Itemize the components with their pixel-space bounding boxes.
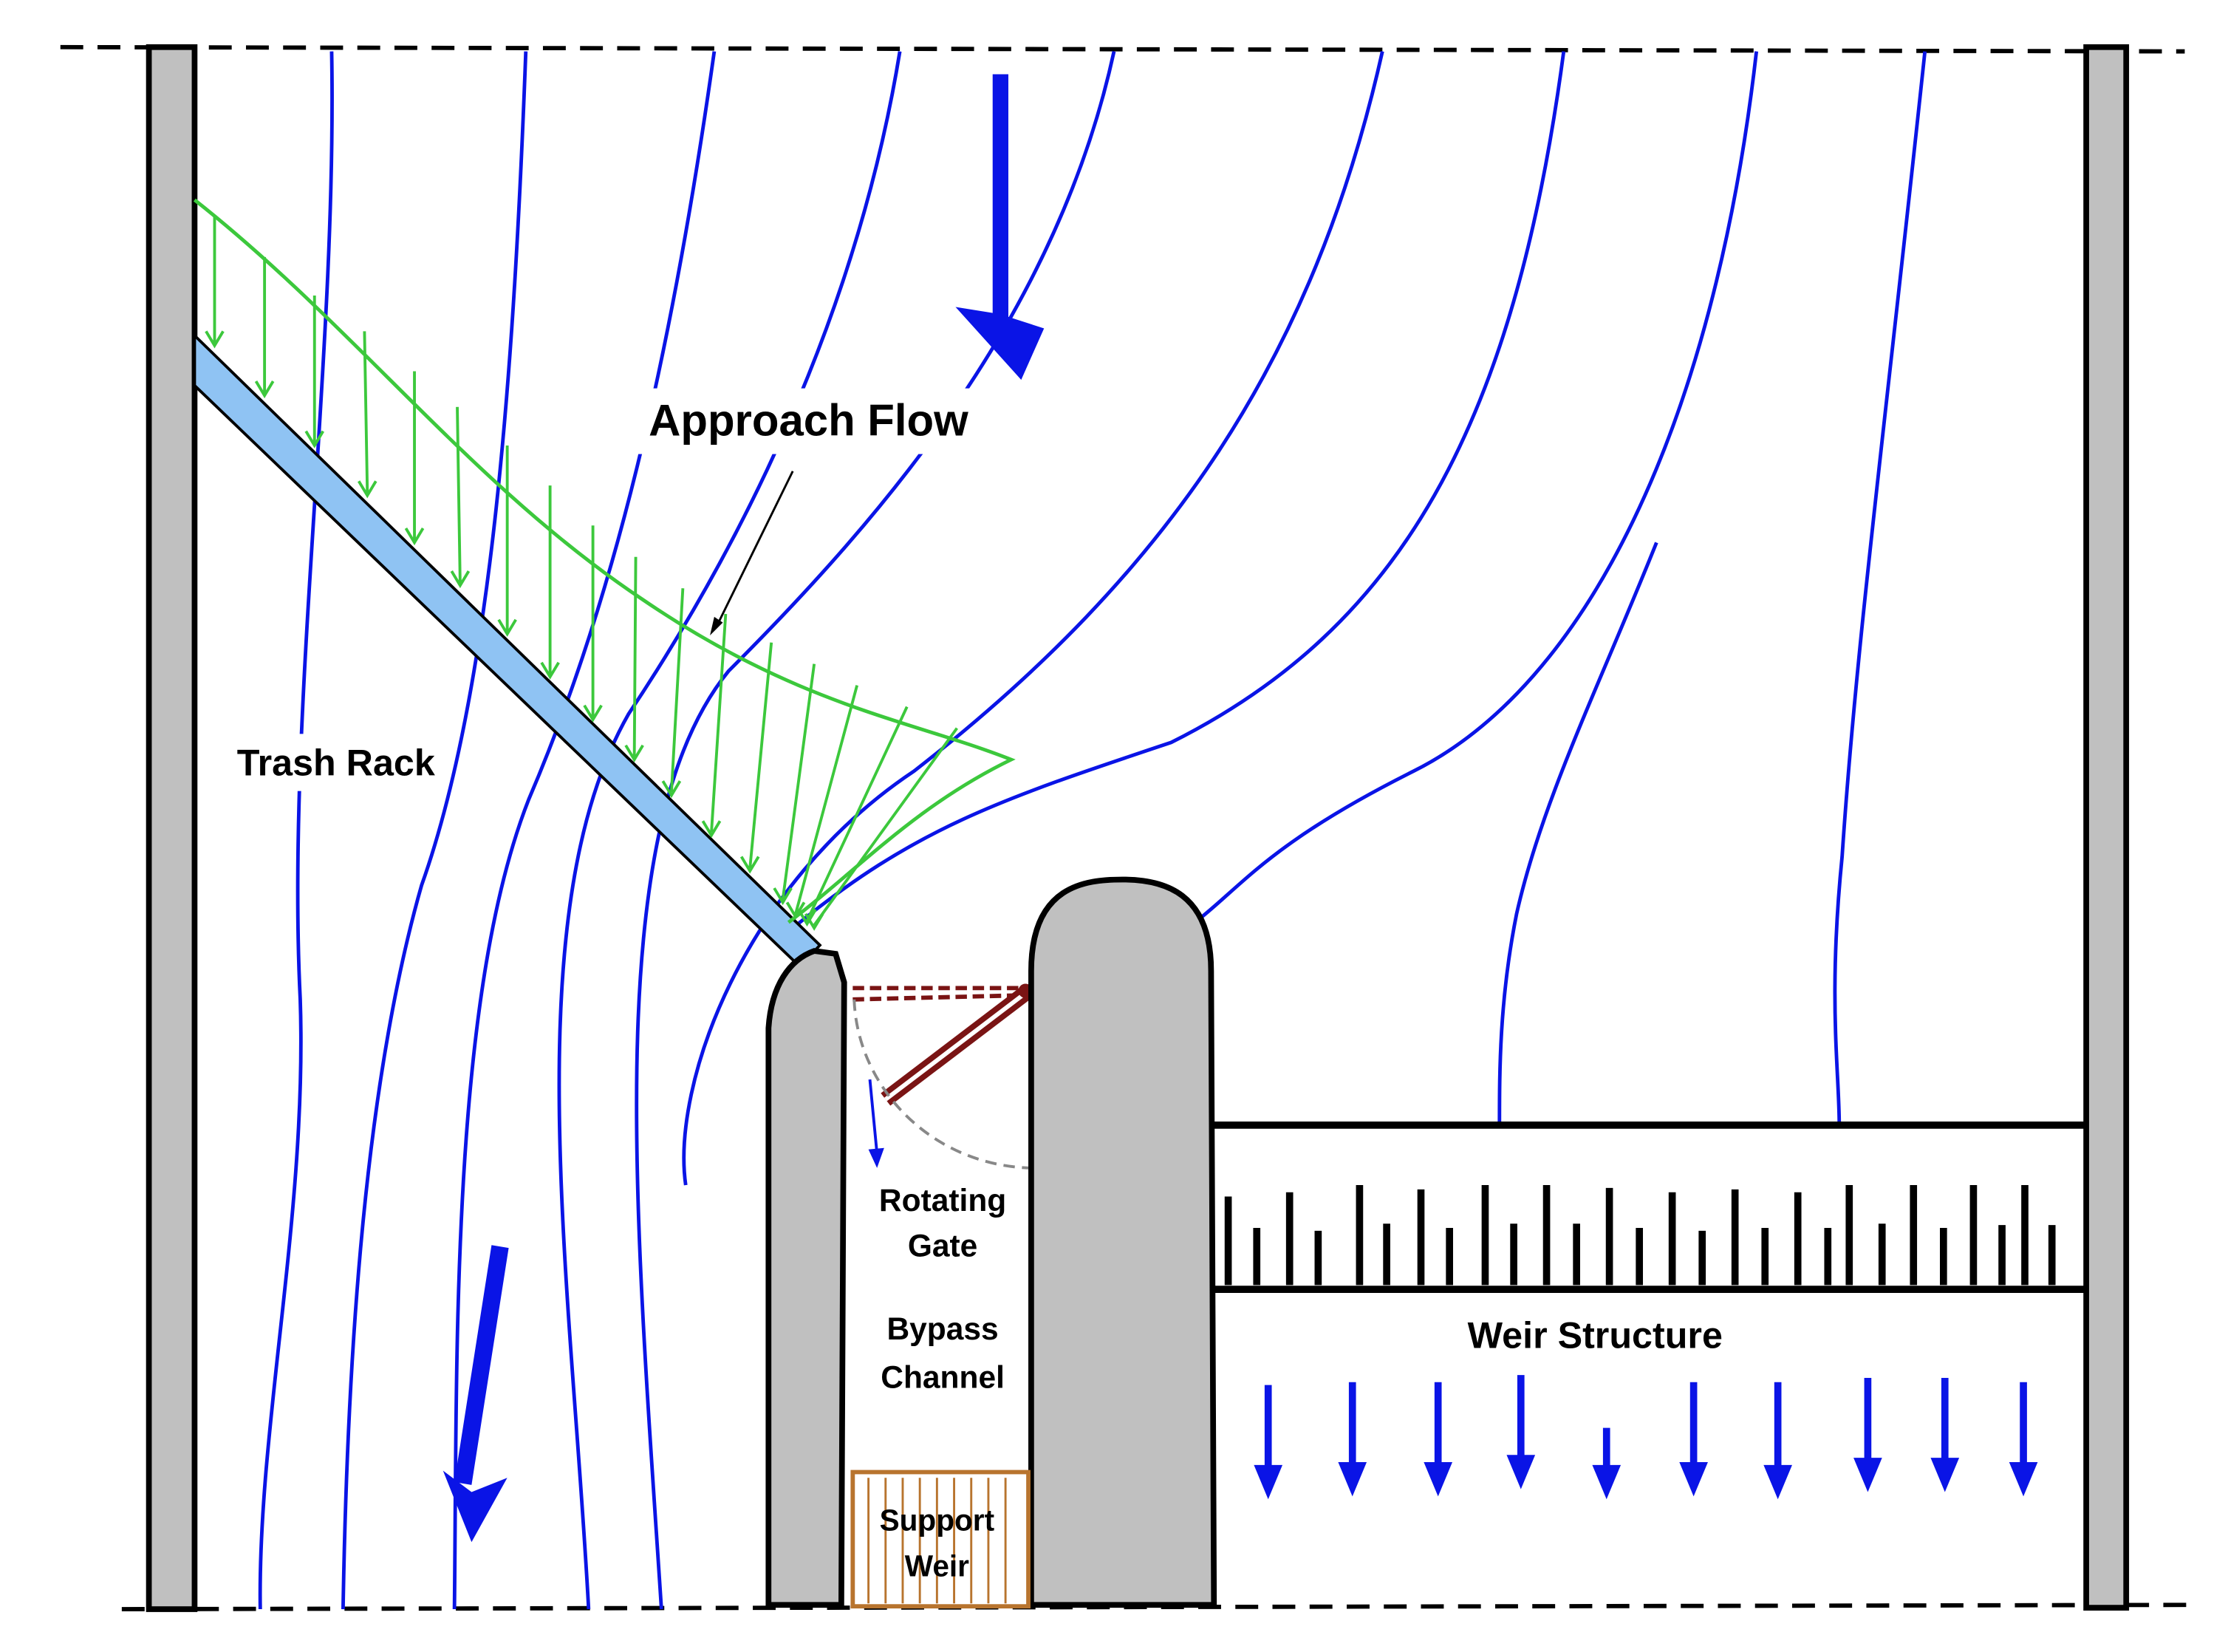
flow-arrow-icon	[1763, 1382, 1792, 1500]
flow-arrow-icon	[1930, 1377, 1960, 1492]
weir-structure-label: Weir Structure	[1468, 1314, 1723, 1356]
bypass-channel-label-line1: Bypass	[886, 1312, 998, 1347]
streamline	[635, 51, 1116, 1610]
streamline	[341, 51, 528, 1610]
flow-arrow-icon	[955, 74, 1045, 380]
streamline	[452, 51, 717, 1610]
gate-rotation-path-icon	[852, 999, 1029, 1170]
support-weir-label-line2: Weir	[905, 1549, 969, 1583]
streamline	[1497, 542, 1658, 1125]
weir-discharge-arrows	[1254, 1375, 2038, 1500]
profile-arrows	[205, 216, 958, 931]
approach-flow-label: Approach Flow	[649, 395, 968, 445]
rotating-gate-label-line2: Gate	[908, 1229, 977, 1264]
right-pier	[1028, 876, 1217, 1608]
streamline	[258, 51, 334, 1610]
flow-arrow-icon	[1853, 1377, 1882, 1492]
flow-arrow-icon	[1506, 1375, 1536, 1489]
streamline	[1195, 51, 1759, 923]
flow-arrow-icon	[1424, 1382, 1453, 1497]
main-flow-arrows	[442, 74, 1045, 1543]
left-wall	[146, 44, 198, 1612]
streamline	[1833, 51, 1927, 1125]
streamlines	[258, 51, 1927, 1610]
flow-arrow-icon	[1679, 1382, 1708, 1497]
streamline	[682, 51, 1384, 1186]
streamline	[791, 51, 1566, 930]
bypass-channel-label-line2: Channel	[881, 1360, 1005, 1395]
flow-arrow-icon	[442, 1245, 509, 1543]
support-weir	[850, 1470, 1031, 1609]
weir-teeth	[1224, 1185, 2056, 1286]
weir-structure	[1214, 1122, 2087, 1293]
flow-arrow-icon	[1592, 1427, 1622, 1500]
bottom-boundary-line	[121, 1602, 2193, 1611]
velocity-profile	[193, 198, 1016, 931]
rotating-gate-label-line1: Rotating	[879, 1184, 1006, 1218]
approach-flow-leader	[714, 471, 794, 629]
streamline	[557, 51, 902, 1610]
top-boundary-line	[60, 44, 2185, 54]
profile-envelope	[193, 198, 1016, 924]
bypass-flow-arrow-icon	[868, 1079, 884, 1168]
trash-rack-label: Trash Rack	[237, 742, 435, 783]
right-wall	[2083, 44, 2130, 1611]
left-pier	[765, 948, 847, 1608]
flow-arrow-icon	[1254, 1385, 1283, 1500]
support-weir-label-line1: Support	[880, 1503, 995, 1537]
leader-arrowhead	[710, 616, 723, 635]
rotating-gate	[852, 983, 1033, 1106]
flow-arrow-icon	[2009, 1382, 2038, 1497]
flow-arrow-icon	[1338, 1382, 1367, 1497]
